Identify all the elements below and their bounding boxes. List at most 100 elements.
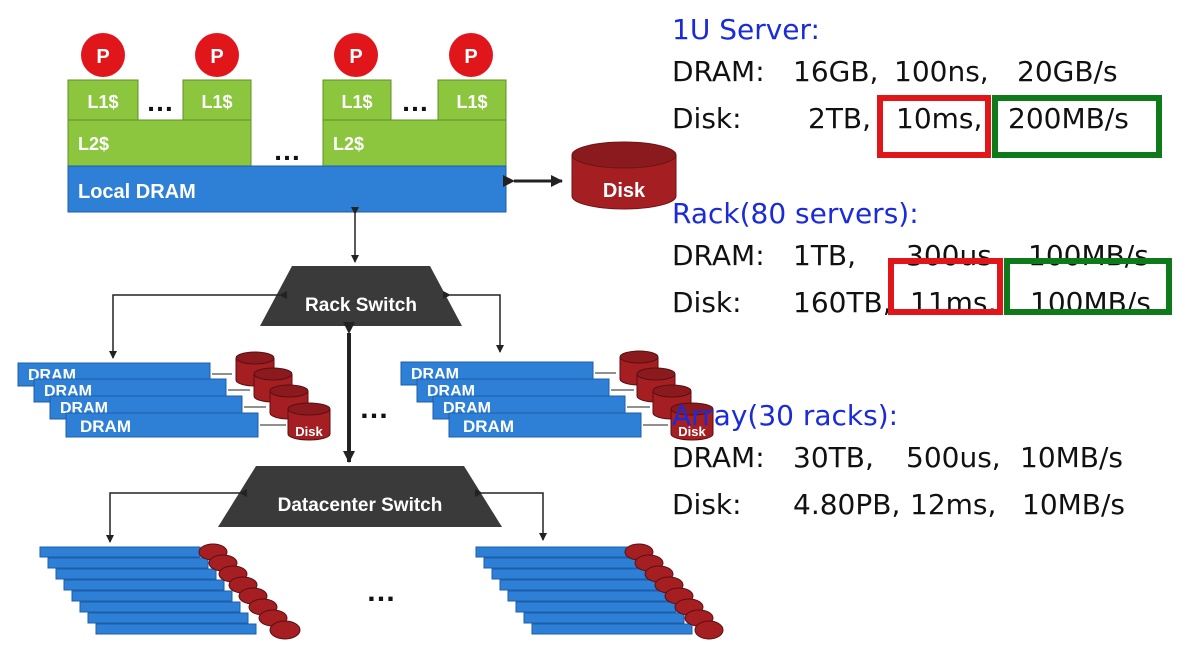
spec-bandwidth: 10MB/s	[1020, 441, 1124, 474]
array-server	[87, 612, 249, 624]
rack-server: DRAM	[65, 412, 259, 438]
array-server	[47, 557, 209, 569]
array-disk	[269, 620, 301, 640]
svg-text:P: P	[349, 46, 362, 68]
array-server	[95, 623, 257, 635]
svg-text:Disk: Disk	[678, 424, 706, 439]
rack-switch: Rack Switch	[260, 266, 462, 326]
server-disk-spec: Disk: 2TB, 10ms, 200MB/s	[672, 95, 1187, 142]
svg-text:Local DRAM: Local DRAM	[78, 181, 196, 203]
local-dram: Local DRAM	[67, 165, 507, 213]
spec-capacity: 4.80PB,	[793, 488, 901, 521]
spec-bandwidth: 200MB/s	[1008, 102, 1129, 135]
array-server	[515, 601, 677, 613]
rack-ellipsis: …	[359, 392, 389, 425]
l2-ellipsis: …	[273, 135, 301, 166]
server-disk-bandwidth-highlight	[992, 95, 1162, 158]
spec-latency: 300us	[906, 239, 992, 272]
processor: P	[195, 33, 239, 77]
processor: P	[81, 33, 125, 77]
hierarchy-specs: 1U Server: DRAM: 16GB, 100ns, 20GB/s Dis…	[672, 12, 1187, 528]
spec-capacity: 16GB,	[793, 55, 879, 88]
array-spec-title: Array(30 racks):	[672, 399, 899, 432]
rack-dram-latency-highlight	[888, 258, 1003, 315]
spec-label: Disk:	[672, 488, 742, 521]
svg-text:L1$: L1$	[341, 92, 372, 112]
server: P P P P L1$ L1$ L1$ L1$	[67, 33, 677, 213]
svg-text:Rack Switch: Rack Switch	[305, 295, 417, 316]
l2-cache: L2$	[67, 119, 252, 167]
datacenter-hierarchy-diagram: P P P P L1$ L1$ L1$ L1$	[17, 33, 724, 640]
server-disk: Disk	[571, 141, 677, 210]
spec-label: Disk:	[672, 286, 742, 319]
processor: P	[334, 33, 378, 77]
spec-capacity: 1TB,	[793, 239, 857, 272]
array-server	[55, 568, 217, 580]
svg-text:L2$: L2$	[333, 134, 364, 154]
server-spec-title: 1U Server:	[672, 13, 820, 46]
array-disk	[694, 620, 724, 640]
array-rack-group-right	[475, 543, 724, 640]
svg-text:DRAM: DRAM	[80, 417, 131, 436]
spec-capacity: 160TB,	[793, 286, 892, 319]
l2-cache: L2$	[322, 119, 507, 167]
datacenter-switch-left-link	[106, 489, 247, 543]
svg-text:L1$: L1$	[87, 92, 118, 112]
svg-text:DRAM: DRAM	[463, 417, 514, 436]
svg-text:Disk: Disk	[603, 180, 646, 202]
array-server	[483, 557, 645, 569]
array-ellipsis: …	[366, 575, 396, 608]
processor: P	[449, 33, 493, 77]
l1-cache: L1$	[437, 79, 507, 121]
svg-text:L2$: L2$	[78, 134, 109, 154]
l1-ellipsis: …	[401, 86, 429, 117]
spec-bandwidth: 10MB/s	[1022, 488, 1126, 521]
spec-label: DRAM:	[672, 239, 765, 272]
array-disk-spec: Disk: 4.80PB, 12ms, 10MB/s	[672, 481, 1187, 528]
spec-label: DRAM:	[672, 55, 765, 88]
datacenter-switch-right-link	[475, 489, 547, 541]
rack-disk: Disk	[287, 402, 331, 441]
l1-cache: L1$	[322, 79, 392, 121]
svg-text:L1$: L1$	[456, 92, 487, 112]
rack-dram-bandwidth-highlight	[1004, 258, 1172, 315]
spec-latency: 12ms,	[910, 488, 997, 521]
l1-cache: L1$	[182, 79, 252, 121]
spec-latency: 100ns,	[894, 55, 989, 88]
array-server	[499, 579, 661, 591]
rack-switch-left-link	[109, 291, 287, 359]
rack-disk: Disk	[670, 402, 714, 441]
server-disk-latency-highlight	[877, 95, 991, 158]
spec-capacity: 30TB,	[793, 441, 874, 474]
array-rack-group-left	[39, 543, 301, 640]
svg-text:P: P	[464, 46, 477, 68]
svg-text:Disk: Disk	[295, 424, 323, 439]
array-server	[531, 623, 693, 635]
array-server	[507, 590, 669, 602]
spec-latency: 10ms,	[896, 102, 983, 135]
array-server	[39, 546, 201, 558]
rack-spec-title: Rack(80 servers):	[672, 197, 919, 230]
l1-ellipsis: …	[146, 86, 174, 117]
svg-text:P: P	[96, 46, 109, 68]
spec-bandwidth: 100MB/s	[1028, 239, 1149, 272]
server-dram-spec: DRAM: 16GB, 100ns, 20GB/s	[672, 48, 1187, 95]
array-server	[491, 568, 653, 580]
array-dram-spec: DRAM: 30TB, 500us, 10MB/s	[672, 434, 1187, 481]
rack-server: DRAM	[448, 412, 642, 438]
array-server	[475, 546, 637, 558]
array-server	[523, 612, 685, 624]
array-server	[63, 579, 225, 591]
spec-bandwidth: 20GB/s	[1017, 55, 1118, 88]
svg-text:Datacenter Switch: Datacenter Switch	[278, 495, 443, 516]
rack-switch-right-link	[443, 291, 504, 353]
svg-text:L1$: L1$	[201, 92, 232, 112]
spec-capacity: 2TB,	[808, 102, 872, 135]
l1-cache: L1$	[67, 79, 139, 121]
datacenter-switch: Datacenter Switch	[218, 466, 502, 527]
spec-latency: 500us,	[906, 441, 1001, 474]
array-server	[79, 601, 241, 613]
svg-text:P: P	[210, 46, 223, 68]
spec-label: DRAM:	[672, 441, 765, 474]
rack-dram-spec: DRAM: 1TB, 300us 100MB/s	[672, 232, 1187, 279]
